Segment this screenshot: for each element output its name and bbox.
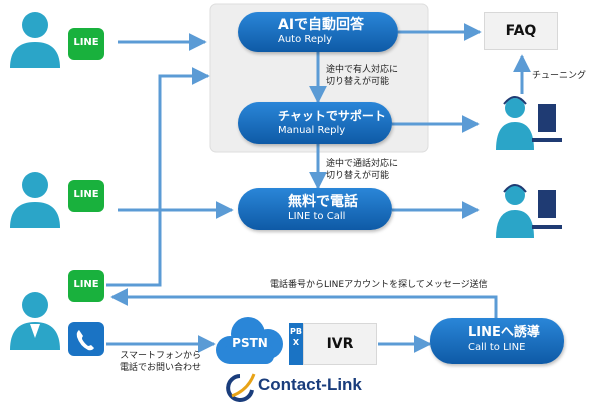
customer-icon-2 <box>10 172 60 228</box>
agent-icon-2 <box>496 184 562 238</box>
auto-reply-pill: AIで自動回答 Auto Reply <box>238 12 398 52</box>
line-badge-label-2: LINE <box>73 189 99 200</box>
line-invite-subtitle: Call to LINE <box>468 342 526 353</box>
note-switch-chat: 途中で有人対応に 切り替えが可能 <box>326 64 398 88</box>
note-smartphone-line1: スマートフォンから <box>120 351 202 361</box>
note-switch-call-line2: 切り替えが可能 <box>326 171 390 181</box>
line-invite-title: LINEへ誘導 <box>468 325 540 340</box>
note-smartphone: スマートフォンから 電話でお問い合わせ <box>120 350 201 374</box>
pstn-cloud <box>216 317 283 364</box>
line-badge-1 <box>68 28 104 60</box>
customer-icon-3 <box>10 292 60 350</box>
line-call-subtitle: LINE to Call <box>288 211 346 222</box>
manual-reply-subtitle: Manual Reply <box>278 125 346 136</box>
line-call-pill: 無料で電話 LINE to Call <box>238 188 392 230</box>
line-badge-3 <box>68 270 104 302</box>
phone-badge <box>68 322 104 356</box>
line-invite-pill: LINEへ誘導 Call to LINE <box>430 318 564 364</box>
note-switch-call: 途中で通話対応に 切り替えが可能 <box>326 158 398 182</box>
agent-icon-1 <box>496 96 562 150</box>
faq-box: FAQ <box>484 12 558 50</box>
contact-link-logo-text: Contact-Link <box>258 375 362 394</box>
note-tuning: チューニング <box>532 71 587 81</box>
note-switch-chat-line2: 切り替えが可能 <box>326 77 390 87</box>
line-badge-2 <box>68 180 104 212</box>
pbx-tag <box>289 323 303 365</box>
note-switch-chat-line1: 途中で有人対応に <box>326 65 399 75</box>
line-call-title: 無料で電話 <box>288 194 358 210</box>
note-search-line: 電話番号からLINEアカウントを探してメッセージ送信 <box>270 280 488 290</box>
pbx-label: PBX <box>290 327 302 347</box>
arrow-invite-back <box>110 288 498 318</box>
customer-icon-1 <box>10 12 60 68</box>
ivr-box: IVR <box>303 323 377 365</box>
contact-link-logo-mark <box>226 373 256 402</box>
auto-reply-subtitle: Auto Reply <box>278 34 333 45</box>
manual-reply-title: チャットでサポート <box>278 109 386 123</box>
line-badge-label-3: LINE <box>73 279 99 290</box>
arrow-user3-up <box>106 67 210 287</box>
manual-reply-pill: チャットでサポート Manual Reply <box>238 102 392 144</box>
note-smartphone-line2: 電話でお問い合わせ <box>120 363 202 373</box>
line-badge-label-1: LINE <box>73 37 99 48</box>
note-switch-call-line1: 途中で通話対応に <box>326 159 399 169</box>
pstn-label: PSTN <box>232 336 268 350</box>
auto-reply-title: AIで自動回答 <box>278 17 365 33</box>
